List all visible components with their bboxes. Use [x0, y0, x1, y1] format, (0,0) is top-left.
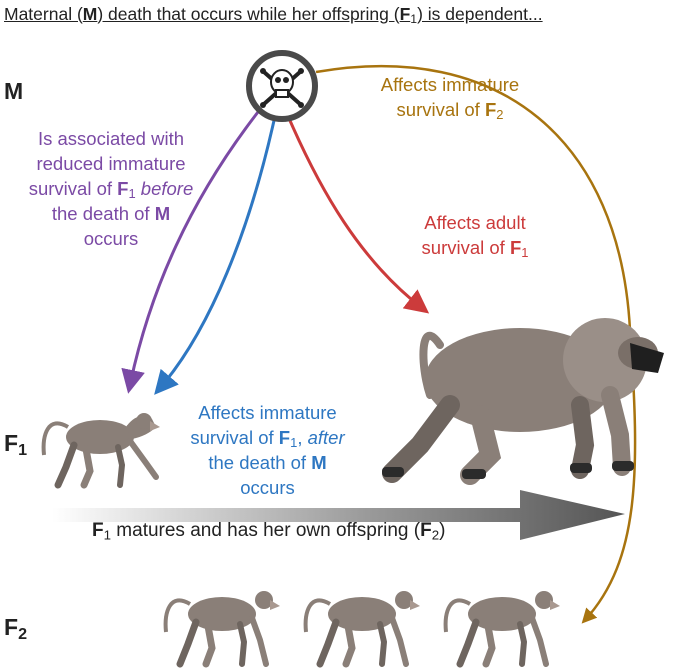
label-blue: Affects immature survival of F1, after t…: [190, 402, 345, 498]
label-red: Affects adult survival of F1: [421, 212, 529, 261]
arrow-gold: [315, 64, 637, 624]
baboon-adult: [382, 318, 664, 485]
arrow-purple: [121, 111, 260, 394]
maturation-label: F1 matures and has her own offspring (F2…: [92, 520, 446, 543]
baboon-juvenile-f2-3: [443, 591, 560, 668]
arrow-blue: [154, 115, 277, 395]
label-gold: Affects immature survival of F2: [380, 74, 520, 123]
generation-label-m: M: [4, 78, 24, 104]
arrow-red: [286, 115, 430, 314]
baboon-juvenile-f2-2: [303, 591, 420, 668]
baboon-juvenile-f2-1: [163, 591, 280, 668]
maturation-arrow: [52, 490, 625, 540]
generation-label-f2: F2: [4, 614, 28, 644]
generation-label-f1: F1: [4, 430, 28, 460]
figure-title: Maternal (M) death that occurs while her…: [4, 4, 543, 27]
label-purple: Is associated with reduced immature surv…: [28, 128, 194, 249]
baboon-juvenile-f1: [41, 413, 160, 489]
skull-crossbones-icon: [246, 50, 318, 122]
